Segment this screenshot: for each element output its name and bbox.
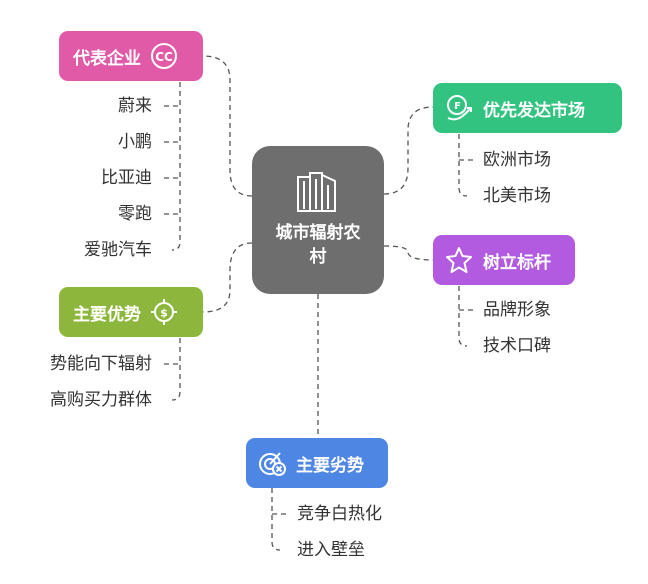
connector-disadvantages-leaves: [271, 488, 281, 551]
connector-benchmark-leaves: [458, 286, 468, 347]
advantage-item: 势能向下辐射: [50, 354, 152, 374]
branch-advantages-label: 主要优势: [73, 304, 141, 325]
branch-disadvantages: 主要劣势: [246, 438, 388, 488]
cc-icon: CC: [150, 42, 178, 70]
branch-enterprises: 代表企业 CC: [59, 31, 203, 81]
branch-benchmark-label: 树立标杆: [483, 252, 551, 273]
svg-text:$: $: [160, 307, 168, 320]
benchmark-item: 品牌形象: [483, 300, 551, 320]
enterprise-item: 小鹏: [118, 132, 152, 152]
connector-center-markets: [383, 106, 434, 195]
disadvantage-item: 进入壁垒: [297, 540, 365, 560]
branch-disadvantages-label: 主要劣势: [296, 455, 364, 476]
star-icon: [445, 246, 473, 274]
branch-advantages: 主要优势 $: [59, 287, 203, 337]
branch-markets: ₣ 优先发达市场: [433, 83, 622, 133]
connector-markets-leaves: [458, 134, 468, 197]
coin-growth-icon: ₣: [445, 94, 475, 122]
enterprise-item: 零跑: [118, 204, 152, 224]
advantage-item: 高购买力群体: [50, 390, 152, 410]
disadvantage-item: 竞争白热化: [297, 504, 382, 524]
target-cross-icon: [258, 449, 288, 477]
market-item: 北美市场: [483, 186, 551, 206]
market-item: 欧洲市场: [483, 150, 551, 170]
connector-advantages-leaves: [171, 338, 181, 401]
svg-text:CC: CC: [155, 50, 173, 64]
enterprise-item: 比亚迪: [101, 168, 152, 188]
branch-enterprises-label: 代表企业: [73, 48, 141, 69]
benchmark-item: 技术口碑: [483, 336, 551, 356]
svg-text:₣: ₣: [454, 101, 461, 112]
center-node: 城市辐射农村: [252, 146, 384, 294]
connector-center-benchmark: [383, 245, 434, 261]
center-title: 城市辐射农村: [275, 223, 361, 267]
enterprise-item: 蔚来: [118, 96, 152, 116]
branch-markets-label: 优先发达市场: [483, 100, 585, 121]
connector-center-enterprises: [202, 55, 253, 197]
connector-enterprises-leaves: [171, 82, 181, 251]
branch-benchmark: 树立标杆: [433, 235, 575, 285]
connector-center-advantages: [202, 242, 253, 313]
building-icon: [297, 172, 336, 212]
enterprise-item: 爱驰汽车: [84, 240, 152, 260]
money-target-icon: $: [150, 298, 178, 326]
